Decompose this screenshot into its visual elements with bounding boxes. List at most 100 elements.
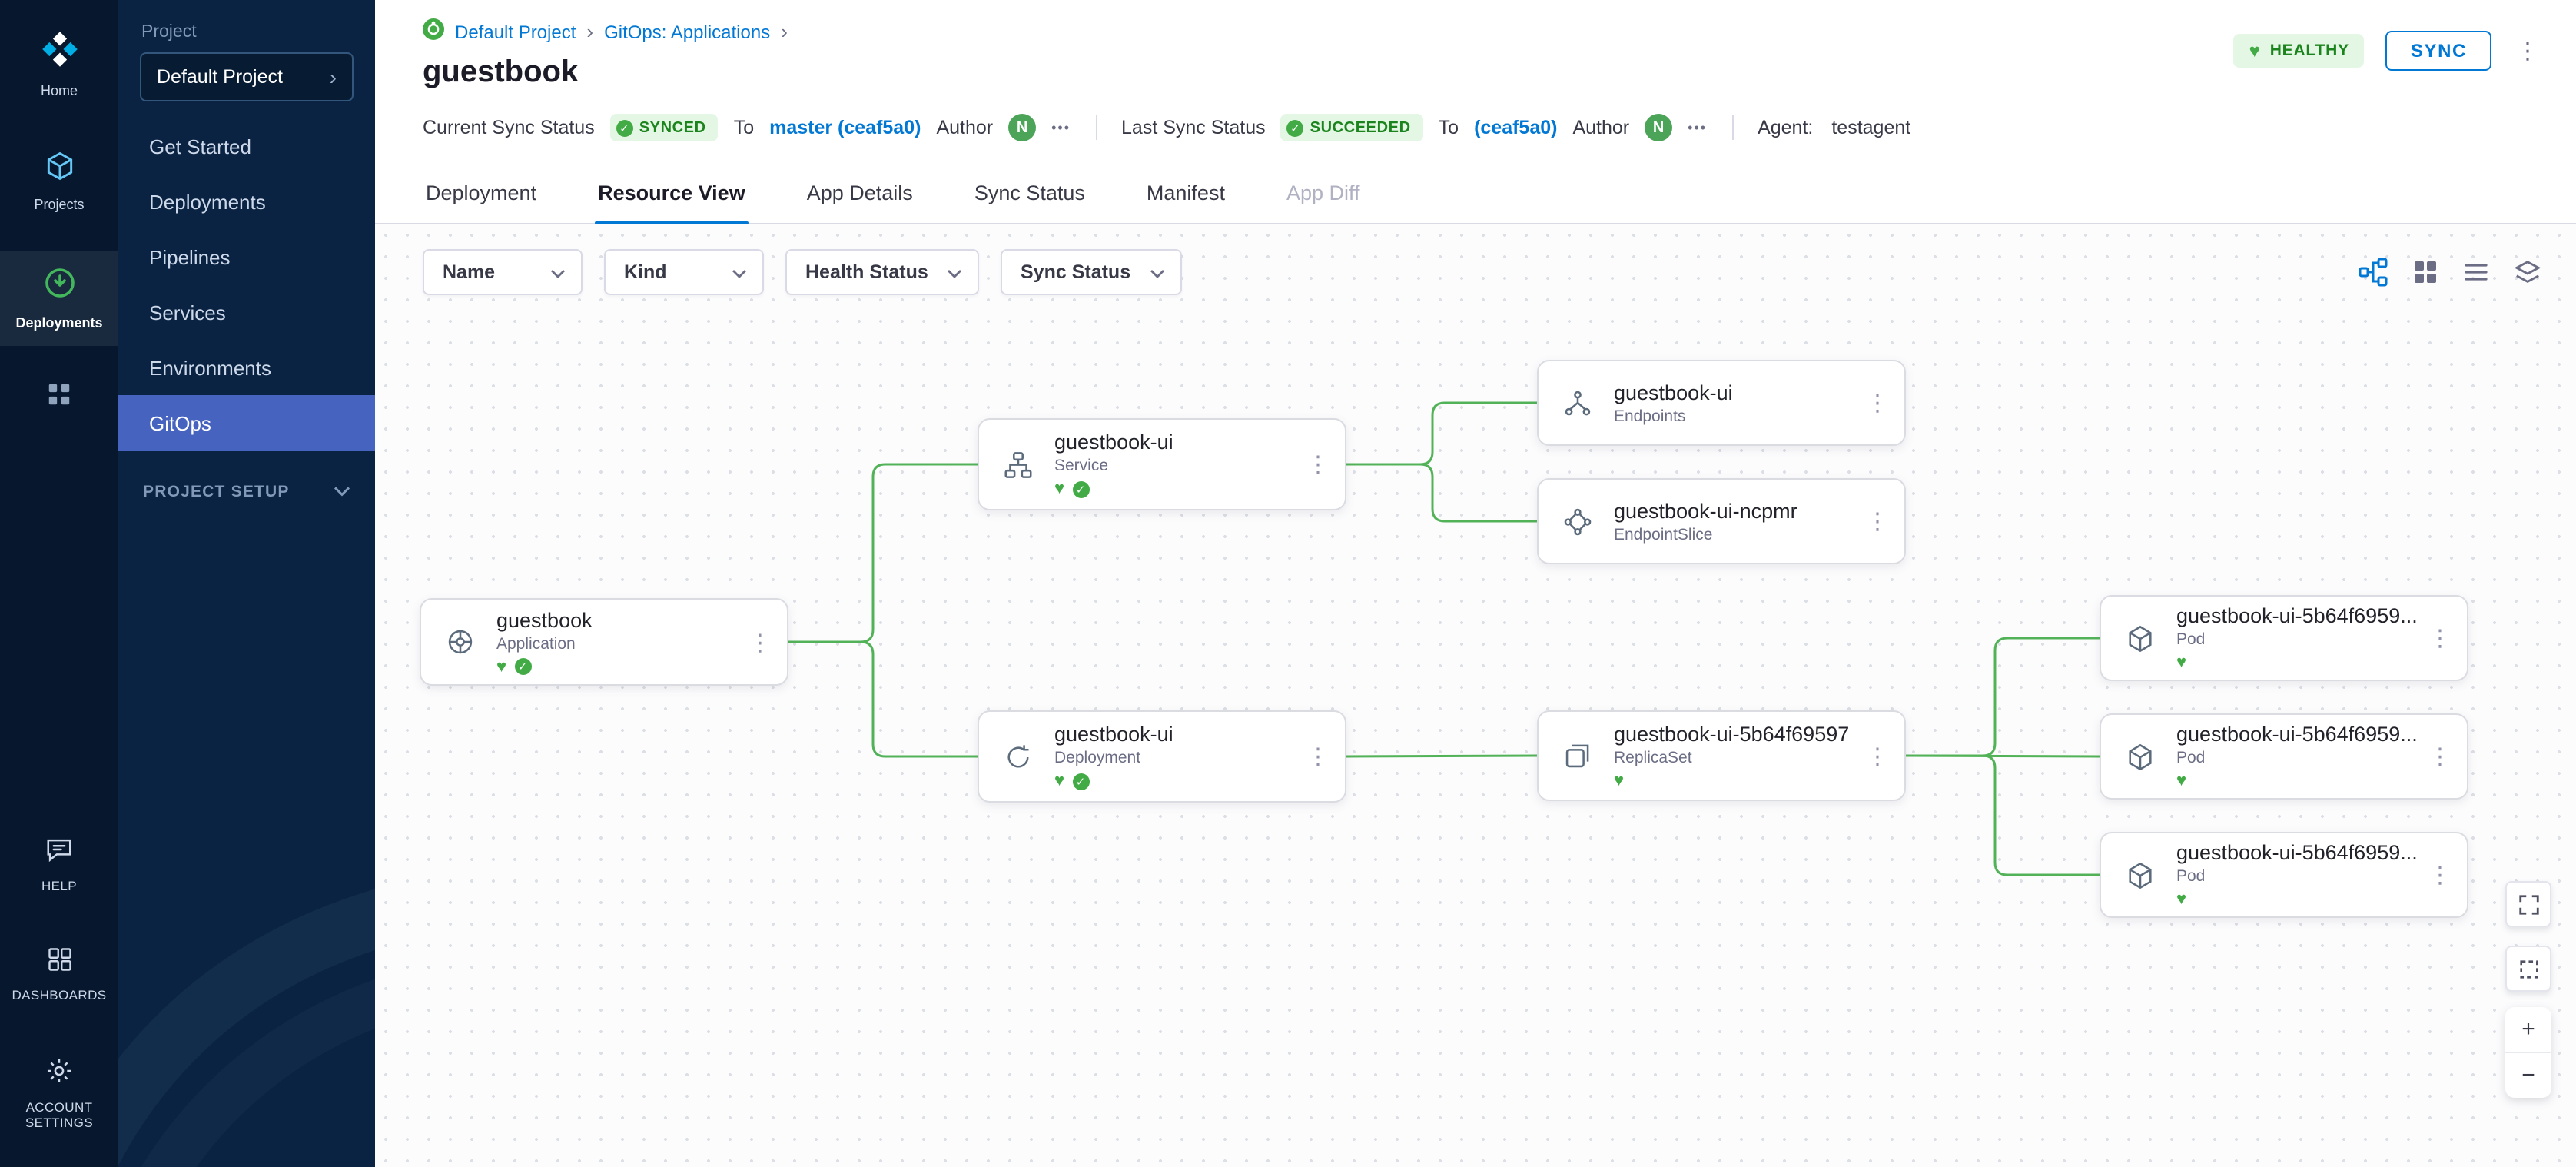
- edge-service-endpointslice: [1346, 463, 1537, 523]
- node-kind: Pod: [2176, 630, 2206, 649]
- rail-item-modules[interactable]: [0, 367, 118, 429]
- application-icon: [440, 627, 481, 657]
- current-target-link[interactable]: master (ceaf5a0): [769, 117, 921, 138]
- node-menu-button[interactable]: ⋮: [2428, 744, 2452, 770]
- health-heart-icon: ♥: [2176, 890, 2187, 909]
- sidebar-item-environments[interactable]: Environments: [149, 356, 271, 379]
- resource-node-pod-2[interactable]: guestbook-ui-5b64f6959... Pod ♥ ⋮: [2100, 713, 2468, 800]
- node-menu-button[interactable]: ⋮: [2428, 863, 2452, 889]
- node-title: guestbook-ui: [1614, 381, 1733, 404]
- node-kind: Application: [496, 634, 576, 653]
- node-menu-button[interactable]: ⋮: [1866, 391, 1889, 417]
- resource-node-deployment[interactable]: guestbook-ui Deployment ♥✓ ⋮: [978, 710, 1346, 803]
- project-section-label: Project: [141, 23, 197, 42]
- last-target-link[interactable]: (ceaf5a0): [1474, 117, 1558, 138]
- node-title: guestbook: [496, 608, 593, 631]
- resource-node-app[interactable]: guestbook Application ♥✓ ⋮: [420, 598, 788, 686]
- tab-app-diff[interactable]: App Diff: [1286, 181, 1360, 204]
- sidebar-item-services[interactable]: Services: [149, 301, 226, 324]
- tab-sync-status[interactable]: Sync Status: [974, 181, 1085, 204]
- breadcrumb-link-project[interactable]: Default Project: [455, 21, 576, 42]
- health-heart-icon: ♥: [2176, 772, 2187, 790]
- tab-resource-view[interactable]: Resource View: [595, 165, 749, 224]
- node-kind: ReplicaSet: [1614, 748, 1692, 766]
- node-title: guestbook-ui-5b64f69597: [1614, 722, 1850, 745]
- help-chat-icon: [45, 834, 74, 871]
- breadcrumb-separator: ›: [586, 20, 594, 43]
- tree-view-icon[interactable]: [2358, 257, 2388, 288]
- node-kind: Pod: [2176, 867, 2206, 886]
- node-status: ♥: [2176, 653, 2418, 672]
- projects-cube-icon: [42, 150, 76, 191]
- resource-node-service[interactable]: guestbook-ui Service ♥✓ ⋮: [978, 418, 1346, 510]
- node-menu-button[interactable]: ⋮: [1306, 744, 1329, 770]
- main-content: Default Project › GitOps: Applications ›…: [375, 0, 2576, 1167]
- select-region-button[interactable]: [2505, 946, 2551, 992]
- sidebar-item-deployments[interactable]: Deployments: [149, 190, 266, 213]
- rail-label-account-settings: ACCOUNT SETTINGS: [25, 1099, 94, 1131]
- node-menu-button[interactable]: ⋮: [1866, 509, 1889, 535]
- agent-label: Agent:: [1758, 117, 1814, 138]
- filter-name[interactable]: Name: [423, 249, 583, 295]
- node-title: guestbook-ui: [1054, 723, 1173, 746]
- node-title: guestbook-ui-ncpmr: [1614, 499, 1798, 522]
- edge-app-service: [788, 463, 978, 643]
- header-menu-button[interactable]: ⋮: [2516, 38, 2539, 65]
- sync-button[interactable]: SYNC: [2385, 31, 2491, 71]
- grid-view-icon[interactable]: [2412, 258, 2439, 286]
- more-options-button[interactable]: •••: [1051, 120, 1071, 135]
- last-sync-label: Last Sync Status: [1121, 117, 1266, 138]
- project-setup-toggle[interactable]: PROJECT SETUP: [118, 483, 375, 501]
- project-selector[interactable]: Default Project ›: [140, 52, 354, 101]
- sidebar-item-get-started[interactable]: Get Started: [149, 135, 251, 158]
- author-avatar: N: [1645, 114, 1673, 141]
- resource-node-endpointslice[interactable]: guestbook-ui-ncpmr EndpointSlice ⋮: [1537, 478, 1906, 564]
- divider: [1095, 115, 1097, 140]
- sidebar-item-pipelines[interactable]: Pipelines: [149, 245, 231, 268]
- modules-grid-icon: [46, 381, 72, 415]
- chevron-down-icon: [334, 483, 350, 501]
- rail-item-dashboards[interactable]: DASHBOARDS: [0, 932, 118, 1017]
- current-sync-label: Current Sync Status: [423, 117, 595, 138]
- node-title: guestbook-ui-5b64f6959...: [2176, 841, 2418, 864]
- sidebar-item-gitops[interactable]: GitOps: [118, 395, 375, 451]
- resource-node-replicaset[interactable]: guestbook-ui-5b64f69597 ReplicaSet ♥ ⋮: [1537, 710, 1906, 801]
- layers-view-icon[interactable]: [2513, 258, 2542, 287]
- rail-item-home[interactable]: Home: [0, 15, 118, 115]
- node-title: guestbook-ui-5b64f6959...: [2176, 723, 2418, 746]
- tab-deployment[interactable]: Deployment: [426, 181, 537, 204]
- tab-app-details[interactable]: App Details: [806, 181, 913, 204]
- node-title: guestbook-ui-5b64f6959...: [2176, 604, 2418, 627]
- rail-item-projects[interactable]: Projects: [0, 136, 118, 229]
- resource-node-pod-1[interactable]: guestbook-ui-5b64f6959... Pod ♥ ⋮: [2100, 595, 2468, 681]
- zoom-in-button[interactable]: +: [2521, 1016, 2535, 1042]
- fullscreen-button[interactable]: [2505, 881, 2551, 927]
- tab-manifest[interactable]: Manifest: [1146, 181, 1225, 204]
- node-kind: Service: [1054, 457, 1109, 475]
- deployments-icon: [41, 264, 78, 308]
- resource-node-pod-3[interactable]: guestbook-ui-5b64f6959... Pod ♥ ⋮: [2100, 832, 2468, 918]
- breadcrumb-link-applications[interactable]: GitOps: Applications: [604, 21, 771, 42]
- node-menu-button[interactable]: ⋮: [749, 630, 772, 656]
- node-menu-button[interactable]: ⋮: [2428, 626, 2452, 652]
- rail-item-deployments[interactable]: Deployments: [0, 250, 118, 346]
- filter-kind[interactable]: Kind: [604, 249, 764, 295]
- author-label: Author: [1572, 117, 1630, 138]
- filter-health-status[interactable]: Health Status: [785, 249, 979, 295]
- filter-sync-status[interactable]: Sync Status: [1001, 249, 1182, 295]
- node-menu-button[interactable]: ⋮: [1866, 743, 1889, 770]
- sync-status-icon: ✓: [514, 658, 532, 675]
- node-menu-button[interactable]: ⋮: [1306, 452, 1329, 478]
- resource-node-endpoints[interactable]: guestbook-ui Endpoints ⋮: [1537, 360, 1906, 446]
- zoom-controls: + −: [2505, 1007, 2551, 1098]
- list-view-icon[interactable]: [2462, 258, 2490, 286]
- rail-item-account-settings[interactable]: ACCOUNT SETTINGS: [0, 1042, 118, 1146]
- resource-graph-canvas[interactable]: Name Kind Health Status Sync Status: [375, 224, 2576, 1167]
- rail-item-help[interactable]: HELP: [0, 820, 118, 907]
- zoom-out-button[interactable]: −: [2521, 1062, 2535, 1089]
- more-options-button[interactable]: •••: [1688, 120, 1708, 135]
- divider: [2505, 1052, 2551, 1053]
- replicaset-icon: [1557, 741, 1598, 770]
